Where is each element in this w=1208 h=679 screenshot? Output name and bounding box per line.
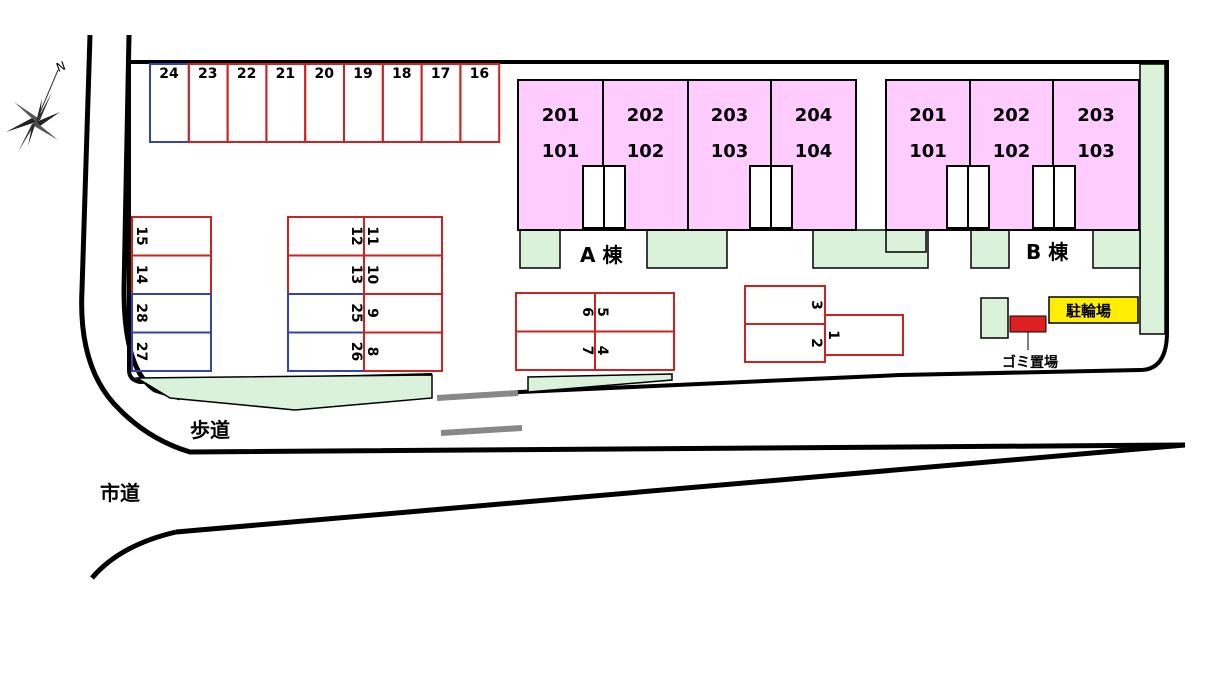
parking-stall-box: [459, 63, 501, 143]
parking-number: 5: [594, 307, 610, 317]
compass-north-label: N: [54, 59, 67, 75]
unit-number-upper: 201: [909, 105, 947, 126]
parking-stall: 18: [381, 63, 423, 143]
unit-number-upper: 201: [542, 105, 580, 126]
parking-number: 23: [198, 66, 217, 82]
parking-number: 28: [133, 303, 149, 322]
parking-number: 10: [364, 265, 380, 285]
unit-number-lower: 103: [1077, 141, 1115, 162]
parking-stall: 19: [343, 63, 384, 143]
compass-icon: N: [6, 59, 67, 152]
parking-stall: 14: [131, 254, 212, 295]
parking-number: 8: [364, 347, 380, 357]
unit-number-lower: 103: [711, 141, 749, 162]
garbage-station-label: ゴミ置場: [1002, 354, 1058, 371]
building-b-name: B 棟: [1026, 240, 1069, 264]
parking-stall-box: [594, 330, 675, 371]
building-a: 201 101 202 102 203 103 204 104: [517, 79, 857, 231]
parking-number: 27: [133, 342, 149, 361]
parking-stall: 3: [744, 285, 826, 325]
parking-number: 26: [348, 342, 364, 361]
parking-number: 18: [392, 66, 411, 82]
parking-stall: 23: [187, 63, 229, 143]
unit-number-lower: 104: [795, 141, 833, 162]
parking-stall: 4: [594, 330, 675, 371]
parking-stall-box: [131, 331, 212, 372]
building-a-name: A 棟: [580, 243, 623, 267]
unit-number-upper: 202: [993, 105, 1031, 126]
parking-number: 20: [314, 66, 334, 82]
parking-stall: 25: [287, 293, 365, 334]
building-b: 201 101 202 102 203 103: [885, 79, 1140, 231]
parking-number: 1: [825, 330, 841, 340]
parking-number: 13: [348, 265, 364, 284]
parking-number: 17: [431, 66, 450, 82]
parking-number: 2: [808, 338, 824, 348]
parking-number: 6: [579, 307, 595, 317]
bicycle-parking-area: [1048, 296, 1139, 324]
parking-stall: 27: [131, 331, 212, 372]
parking-stall: 13: [287, 254, 365, 295]
sidewalk-crossing-markers: [436, 390, 523, 436]
property-boundary: [127, 60, 1169, 400]
parking-number: 22: [237, 66, 256, 82]
parking-number: 3: [808, 300, 824, 310]
parking-stall: 9: [363, 293, 443, 334]
parking-stall: 6: [515, 292, 596, 333]
bicycle-parking-label: 駐輪場: [1066, 302, 1111, 320]
parking-number: 7: [579, 346, 595, 356]
parking-number: 9: [364, 308, 380, 318]
parking-number: 14: [133, 265, 149, 285]
unit-number-upper: 204: [795, 105, 833, 126]
sidewalk-label: 歩道: [190, 418, 230, 442]
unit-number-lower: 101: [909, 141, 947, 162]
parking-number: 15: [133, 226, 149, 245]
parking-stall: 11: [363, 216, 443, 257]
parking-stall: 16: [459, 63, 501, 143]
parking-stall: 12: [287, 216, 365, 257]
unit-number-lower: 101: [542, 141, 580, 162]
parking-stall: 10: [363, 254, 443, 295]
parking-stall: 24: [149, 63, 190, 143]
parking-number: 16: [470, 66, 489, 82]
parking-stall: 7: [515, 330, 596, 371]
parking-stall: 2: [744, 323, 826, 363]
parking-number: 21: [276, 66, 295, 82]
parking-stall: 26: [287, 331, 365, 372]
parking-stall-box: [824, 314, 904, 356]
parking-number: 11: [364, 226, 380, 245]
parking-stall: 8: [363, 331, 443, 372]
parking-stall: 15: [131, 216, 212, 257]
parking-number: 12: [348, 226, 364, 245]
parking-stall: 28: [131, 293, 212, 334]
parking-stall: 17: [420, 63, 462, 143]
green-areas: [134, 63, 1166, 411]
city-road-label: 市道: [100, 481, 140, 505]
parking-stall-box: [363, 331, 443, 372]
parking-stall: 5: [594, 292, 675, 333]
parking-number: 24: [159, 66, 179, 82]
unit-number-lower: 102: [993, 141, 1031, 162]
parking-stall: 21: [265, 63, 307, 143]
unit-number-upper: 203: [711, 105, 749, 126]
parking-stall: 20: [304, 63, 346, 143]
unit-number-lower: 102: [627, 141, 665, 162]
garbage-station-marker: [1009, 315, 1047, 333]
unit-number-upper: 202: [627, 105, 665, 126]
parking-number: 25: [348, 303, 364, 322]
parking-number: 19: [353, 66, 372, 82]
unit-number-upper: 203: [1077, 105, 1115, 126]
parking-stall: 1: [824, 314, 904, 356]
parking-stall: 22: [226, 63, 268, 143]
parking-number: 4: [594, 346, 610, 356]
